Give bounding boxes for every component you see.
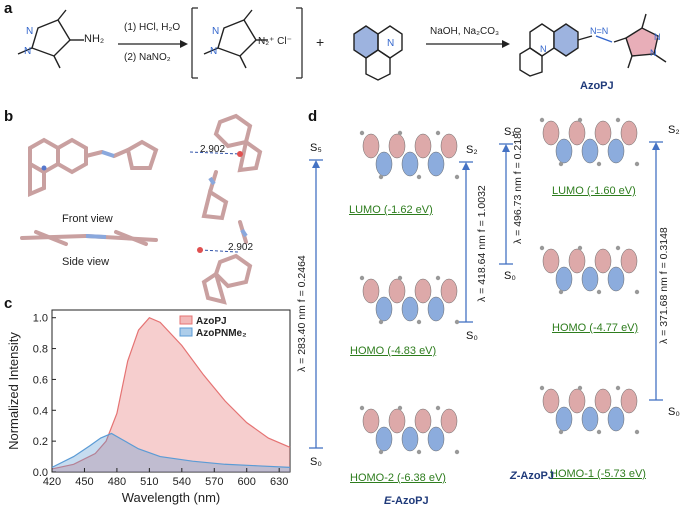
transition-2-label: λ = 418.64 nm f = 1.0032 bbox=[476, 185, 488, 302]
y-tick-label-0: 0.0 bbox=[33, 467, 48, 479]
transition-3-label: λ = 496.73 nm f = 0.2180 bbox=[512, 127, 524, 244]
conditions-label: NaOH, Na₂CO₃ bbox=[430, 26, 500, 37]
transition-3-upper: S₁ bbox=[504, 126, 516, 138]
diazonium-structure: N N bbox=[191, 7, 303, 79]
orbital-z-homo bbox=[539, 245, 640, 295]
orbital-e-homo bbox=[359, 275, 460, 325]
y-tick-label-4: 0.8 bbox=[33, 344, 48, 356]
e-homo2-label: HOMO-2 (-6.38 eV) bbox=[350, 472, 446, 484]
x-tick-label-6: 600 bbox=[238, 476, 256, 488]
transition-arrowhead-3 bbox=[502, 144, 510, 152]
svg-text:N: N bbox=[212, 26, 219, 37]
transition-4-lower: S₀ bbox=[668, 406, 680, 418]
z-homo1-label: HOMO-1 (-5.73 eV) bbox=[550, 468, 646, 480]
step1-label: (1) HCl, H₂O bbox=[124, 22, 181, 33]
side-view-label: Side view bbox=[62, 256, 110, 268]
legend-swatch-0 bbox=[179, 315, 193, 325]
azopj-name: AzoPJ bbox=[580, 80, 614, 92]
legend-label-1: AzoPNMe₂ bbox=[196, 328, 247, 339]
x-tick-label-5: 570 bbox=[205, 476, 223, 488]
series-line-1 bbox=[51, 432, 291, 468]
orbital-e-homo2 bbox=[359, 405, 460, 455]
front-view-model bbox=[28, 137, 159, 198]
plot-frame bbox=[51, 309, 291, 473]
orbital-e-lumo bbox=[359, 130, 460, 180]
reaction-arrow-2 bbox=[426, 40, 510, 48]
panel-a-letter: a bbox=[4, 0, 13, 17]
svg-text:N: N bbox=[540, 44, 547, 54]
distance-label-2: 2.902 bbox=[228, 242, 254, 253]
transition-1-label: λ = 283.40 nm f = 0.2464 bbox=[296, 255, 308, 372]
panel-d-letter: d bbox=[308, 108, 318, 125]
z-lumo-label: LUMO (-1.60 eV) bbox=[552, 185, 636, 197]
dimer-model bbox=[189, 113, 263, 305]
julolidine-structure: N bbox=[353, 25, 403, 81]
e-azopj-caption: E-AzoPJ bbox=[384, 495, 429, 507]
svg-text:N: N bbox=[654, 32, 661, 42]
x-tick-label-0: 420 bbox=[43, 476, 61, 488]
y-tick-label-3: 0.6 bbox=[33, 374, 48, 386]
transition-1-upper: S₅ bbox=[310, 142, 322, 154]
svg-text:N: N bbox=[26, 26, 33, 37]
svg-text:N: N bbox=[387, 38, 394, 49]
transition-arrowhead-2 bbox=[462, 162, 470, 170]
y-axis-label: Normalized Intensity bbox=[6, 332, 21, 450]
orbital-z-lumo bbox=[539, 117, 640, 167]
orbital-z-homo1 bbox=[539, 385, 640, 435]
svg-text:N: N bbox=[650, 48, 657, 58]
e-homo-label: HOMO (-4.83 eV) bbox=[350, 345, 437, 357]
series-line-0 bbox=[51, 316, 291, 470]
step2-label: (2) NaNO₂ bbox=[124, 52, 171, 63]
emission-spectrum-chart: 420 450 480 510 540 570 600 630 0.0 0.2 0.4 0.6 0.8 1… bbox=[6, 309, 291, 505]
side-view-model bbox=[20, 230, 158, 246]
plus-sign: + bbox=[316, 34, 325, 50]
diazonium-label: N₂⁺ Cl⁻ bbox=[258, 36, 292, 47]
x-tick-label-3: 510 bbox=[140, 476, 158, 488]
panel-c-letter: c bbox=[4, 295, 13, 312]
x-tick-label-2: 480 bbox=[108, 476, 126, 488]
e-lumo-label: LUMO (-1.62 eV) bbox=[349, 204, 433, 216]
transition-1-lower: S₀ bbox=[310, 456, 322, 468]
transition-3-lower: S₀ bbox=[504, 270, 516, 282]
nh2-label: NH₂ bbox=[84, 33, 105, 45]
y-tick-label-5: 1.0 bbox=[33, 313, 48, 325]
front-view-label: Front view bbox=[62, 213, 113, 225]
z-azopj-caption: Z-AzoPJ bbox=[510, 470, 555, 482]
transition-arrowhead-1 bbox=[312, 160, 320, 168]
svg-text:N: N bbox=[210, 46, 217, 57]
transition-2-lower: S₀ bbox=[466, 330, 478, 342]
azo-bond-label: N=N bbox=[590, 26, 609, 36]
transition-2-upper: S₂ bbox=[466, 144, 478, 156]
y-tick-label-2: 0.4 bbox=[33, 405, 48, 417]
x-tick-label-1: 450 bbox=[75, 476, 93, 488]
transition-arrowhead-4 bbox=[652, 142, 660, 150]
y-tick-label-1: 0.2 bbox=[33, 436, 48, 448]
orbital-diagram bbox=[309, 117, 663, 455]
z-homo-label: HOMO (-4.77 eV) bbox=[552, 322, 639, 334]
transition-4-upper: S₂ bbox=[668, 124, 680, 136]
series-area-1 bbox=[52, 433, 290, 472]
reaction-arrow-1 bbox=[118, 40, 188, 48]
x-tick-label-7: 630 bbox=[270, 476, 288, 488]
svg-text:N: N bbox=[24, 46, 31, 57]
panel-b-letter: b bbox=[4, 108, 14, 125]
legend-swatch-1 bbox=[179, 327, 193, 337]
x-tick-label-4: 540 bbox=[173, 476, 191, 488]
x-axis-label: Wavelength (nm) bbox=[122, 490, 221, 505]
legend-label-0: AzoPJ bbox=[196, 316, 227, 327]
azopj-structure: N N N bbox=[519, 13, 667, 77]
distance-label-1: 2.902 bbox=[200, 144, 226, 155]
aminopyrazole-structure: N N bbox=[17, 9, 84, 69]
transition-4-label: λ = 371.68 nm f = 0.3148 bbox=[658, 227, 670, 344]
